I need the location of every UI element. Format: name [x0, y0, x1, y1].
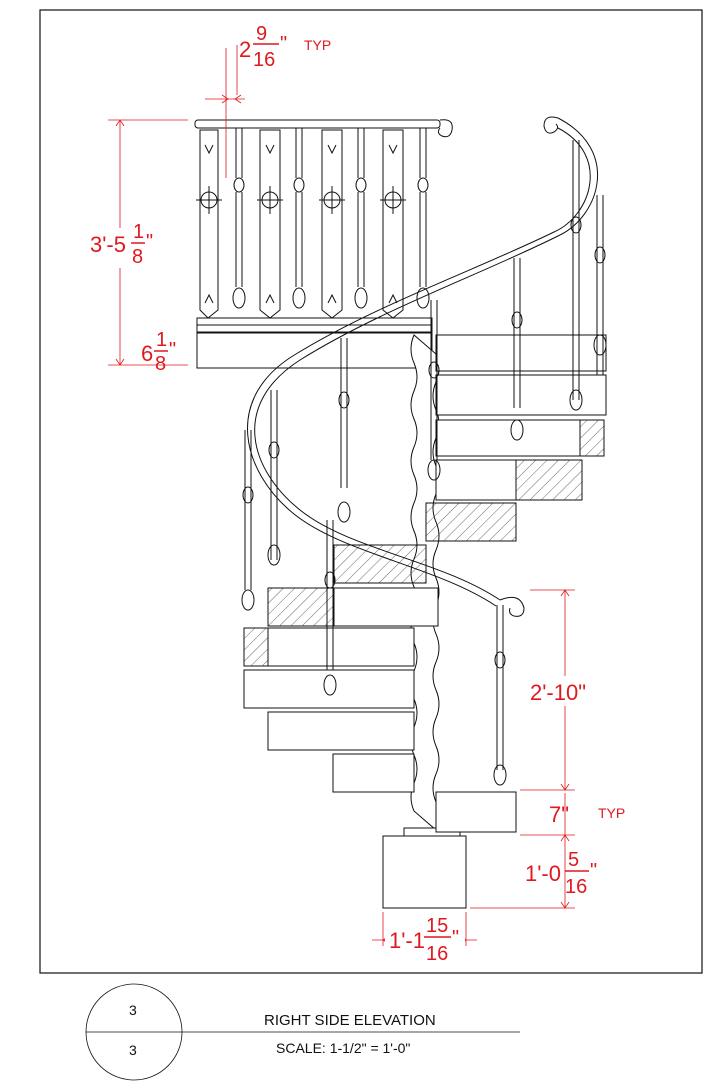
baluster	[510, 258, 524, 441]
svg-text:2: 2	[239, 37, 251, 62]
drawing-scale: SCALE: 1-1/2" = 1'-0"	[276, 1040, 410, 1056]
baluster	[416, 128, 430, 309]
svg-text:5: 5	[568, 849, 579, 871]
stair-treads	[243, 334, 607, 833]
base-block	[382, 835, 467, 909]
title-block: 3 3 RIGHT SIDE ELEVATION SCALE: 1-1/2" =…	[85, 983, 520, 1081]
baluster	[337, 338, 351, 523]
svg-text:TYP: TYP	[304, 37, 331, 53]
dim-base-height: 1'-0 5 16 "	[525, 849, 597, 898]
baluster	[241, 430, 255, 611]
svg-text:8: 8	[155, 353, 166, 375]
detail-number: 3	[129, 1002, 137, 1018]
baluster	[569, 140, 583, 411]
dim-rail-height: 3'-5 1 8 "	[85, 221, 165, 268]
baluster	[267, 390, 281, 566]
dim-lower-rail-height: 2'-10"	[527, 676, 599, 706]
svg-text:15: 15	[426, 915, 448, 937]
dim-baluster-spacing-lines	[205, 45, 245, 178]
svg-text:2'-10": 2'-10"	[530, 680, 586, 705]
svg-text:": "	[146, 231, 153, 253]
svg-text:": "	[452, 927, 459, 949]
svg-text:1: 1	[156, 329, 167, 351]
svg-text:6: 6	[141, 341, 153, 366]
svg-text:7": 7"	[549, 802, 569, 827]
baluster	[493, 605, 507, 786]
baluster	[232, 128, 246, 309]
svg-text:16: 16	[426, 943, 448, 965]
dim-landing-thickness: 6 1 8 "	[141, 329, 176, 375]
svg-text:1: 1	[133, 221, 144, 243]
baluster	[593, 195, 607, 375]
svg-text:16: 16	[253, 49, 275, 71]
baluster	[292, 128, 306, 309]
svg-text:": "	[169, 339, 176, 361]
dim-riser-lines	[520, 793, 575, 836]
baluster	[323, 520, 337, 696]
ornamental-panel	[380, 129, 406, 319]
drawing-title: RIGHT SIDE ELEVATION	[264, 1012, 436, 1029]
landing-railing	[194, 119, 453, 326]
ornamental-panel	[319, 129, 345, 319]
baluster	[354, 128, 368, 309]
svg-text:TYP: TYP	[598, 805, 625, 821]
dim-baluster-spacing: 2 9 16 " TYP	[239, 23, 331, 71]
baluster	[427, 300, 441, 481]
svg-text:3'-5: 3'-5	[90, 232, 126, 257]
dim-base-width: 1'-1 15 16 "	[385, 915, 465, 965]
sheet-border	[39, 9, 703, 974]
svg-text:1'-0: 1'-0	[525, 861, 561, 886]
top-landing	[196, 324, 433, 369]
dim-riser: 7" TYP	[549, 802, 625, 827]
svg-text:9: 9	[256, 23, 267, 45]
svg-text:": "	[280, 33, 287, 55]
svg-text:8: 8	[132, 246, 143, 268]
sheet-number: 3	[129, 1042, 137, 1058]
ornamental-panel	[257, 129, 283, 319]
svg-text:": "	[590, 860, 597, 882]
svg-text:16: 16	[565, 876, 587, 898]
svg-text:1'-1: 1'-1	[389, 928, 425, 953]
stair-balusters	[241, 140, 607, 786]
ornamental-panel	[196, 129, 222, 319]
